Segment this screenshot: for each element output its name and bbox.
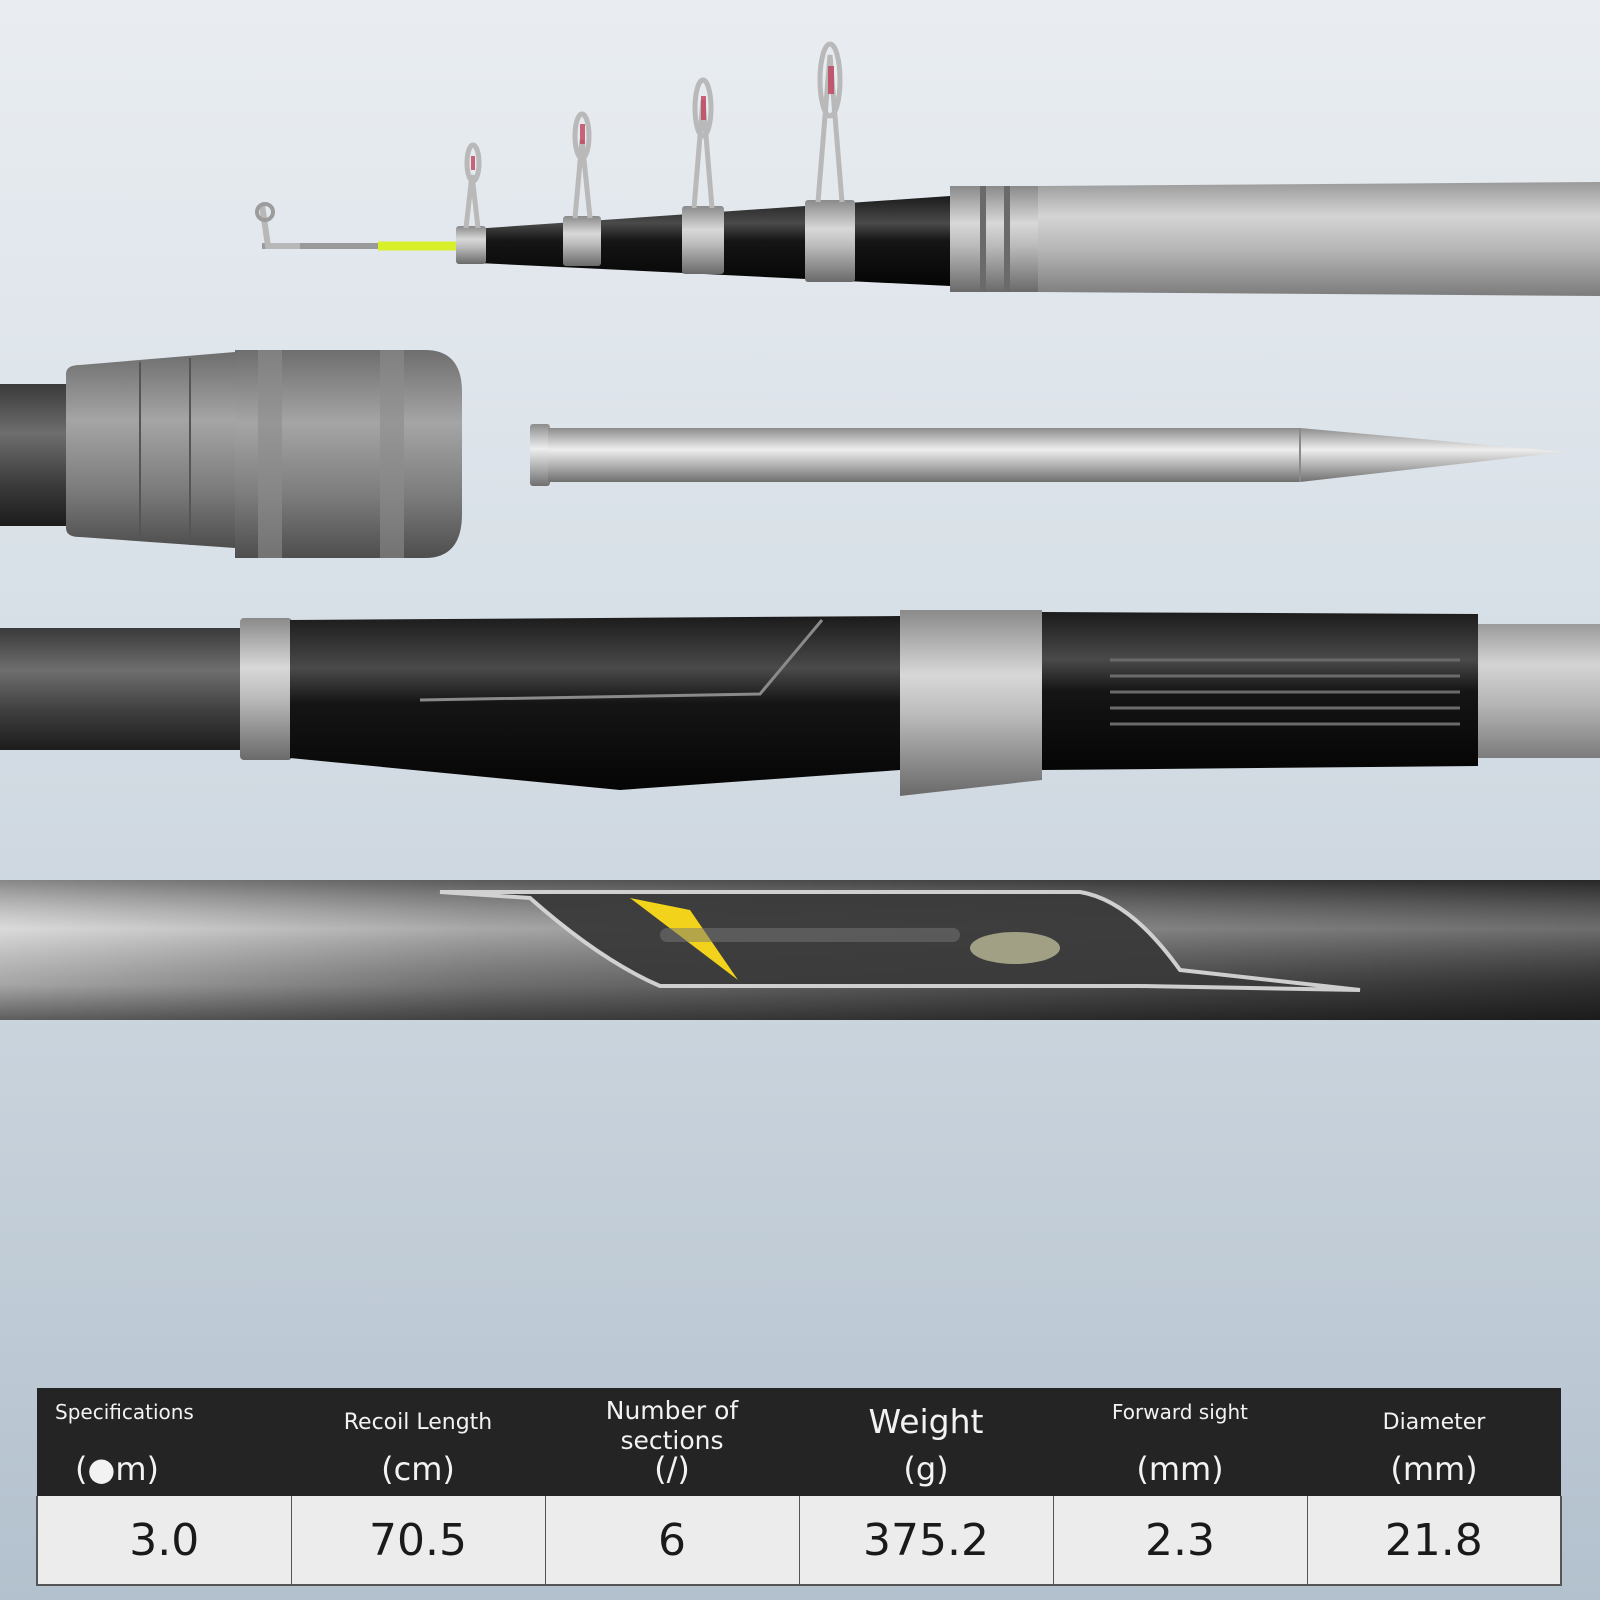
product-illustration: [0, 41, 1600, 1020]
rod-blank-decal: [0, 880, 1600, 1020]
reel-seat: [0, 610, 1600, 796]
cell-weight: 375.2: [798, 1496, 1054, 1586]
rod-butt-cap: [0, 350, 462, 558]
ground-spike: [530, 424, 1565, 486]
specifications-table: Specifications (●m) Recoil Length (cm) N…: [36, 1388, 1562, 1586]
table-row: 3.0 70.5 6 375.2 2.3 21.8: [36, 1496, 1562, 1586]
cell-forward-sight: 2.3: [1052, 1496, 1308, 1586]
cell-recoil-length: 70.5: [290, 1496, 546, 1586]
header-unit: (●m): [74, 1450, 160, 1488]
table-header-row: Specifications (●m) Recoil Length (cm) N…: [37, 1388, 1561, 1496]
header-weight: Weight (g): [799, 1388, 1053, 1496]
cell-diameter: 21.8: [1306, 1496, 1562, 1586]
header-number-of-sections: Number of sections (/): [545, 1388, 799, 1496]
header-title: Number of sections: [605, 1396, 739, 1455]
header-forward-sight: Forward sight (mm): [1053, 1388, 1307, 1496]
header-title: Diameter: [1382, 1410, 1486, 1435]
header-unit: (g): [903, 1450, 949, 1488]
header-unit: (mm): [1136, 1450, 1224, 1488]
header-title: Recoil Length: [343, 1410, 493, 1435]
header-title: Forward sight: [1112, 1400, 1248, 1424]
header-unit: (mm): [1390, 1450, 1478, 1488]
header-title: Weight: [868, 1402, 984, 1441]
cell-specifications: 3.0: [36, 1496, 292, 1586]
header-diameter: Diameter (mm): [1307, 1388, 1561, 1496]
header-unit: (/): [654, 1450, 690, 1488]
header-recoil-length: Recoil Length (cm): [291, 1388, 545, 1496]
header-title: Specifications: [55, 1400, 194, 1424]
rod-tip-section: [255, 41, 1600, 296]
header-specifications: Specifications (●m): [37, 1388, 291, 1496]
cell-number-of-sections: 6: [544, 1496, 800, 1586]
header-unit: (cm): [381, 1450, 455, 1488]
